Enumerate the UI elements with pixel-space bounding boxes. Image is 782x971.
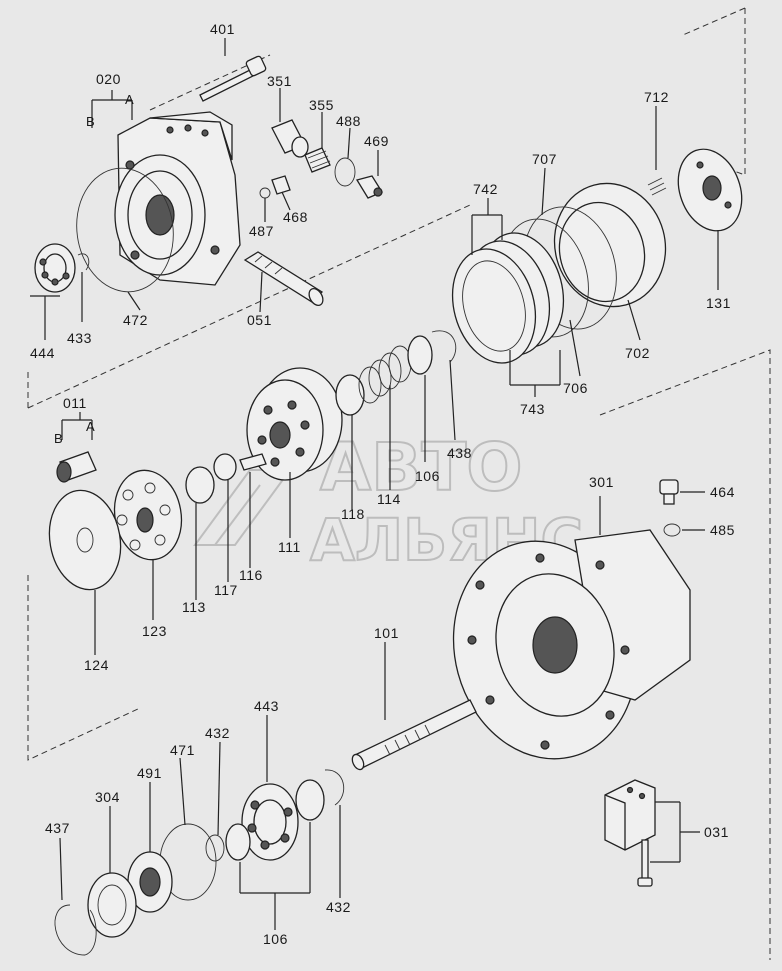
label-444: 444 <box>30 345 55 361</box>
valve-block-031 <box>604 779 656 887</box>
label-432-upper: 432 <box>205 725 230 741</box>
label-106-lower: 106 <box>263 931 288 947</box>
label-124: 124 <box>84 657 109 673</box>
label-468: 468 <box>283 209 308 225</box>
pin-116 <box>239 453 267 471</box>
piston-011 <box>56 451 97 483</box>
label-432-lower: 432 <box>326 899 351 915</box>
label-118: 118 <box>341 506 365 522</box>
friction-plates-743 <box>451 232 565 364</box>
label-111: 111 <box>278 539 301 555</box>
label-469: 469 <box>364 133 389 149</box>
label-355: 355 <box>309 97 334 113</box>
snap-ring-438 <box>431 330 457 363</box>
ring-106-lower-a <box>295 779 325 821</box>
snap-ring-432-left <box>205 834 225 862</box>
label-011: 011 <box>63 395 87 411</box>
label-487: 487 <box>249 223 274 239</box>
label-702: 702 <box>625 345 650 361</box>
o-ring-485 <box>663 523 681 537</box>
label-743: 743 <box>520 401 545 417</box>
label-304: 304 <box>95 789 120 805</box>
label-488: 488 <box>336 113 361 129</box>
label-472: 472 <box>123 312 148 328</box>
label-491: 491 <box>137 765 162 781</box>
label-101: 101 <box>374 625 399 641</box>
housing-301 <box>452 529 691 760</box>
label-351: 351 <box>267 73 292 89</box>
label-011-a: A <box>86 419 95 434</box>
valve-cover-assembly <box>114 111 241 286</box>
leader-lines <box>30 38 719 930</box>
shaft-051 <box>243 251 324 307</box>
seal-304 <box>87 872 137 938</box>
label-742: 742 <box>473 181 498 197</box>
watermark-line1: АВТО <box>320 429 523 506</box>
label-464: 464 <box>710 484 735 500</box>
label-116: 116 <box>239 567 263 583</box>
spacer-117 <box>213 453 237 481</box>
label-114: 114 <box>377 491 401 507</box>
label-301: 301 <box>589 474 614 490</box>
cylinder-block-111 <box>246 367 343 481</box>
label-020: 020 <box>96 71 121 87</box>
label-031: 031 <box>704 824 729 840</box>
label-051: 051 <box>247 312 272 328</box>
snap-ring-432-right <box>324 769 345 806</box>
label-712: 712 <box>644 89 669 105</box>
parts-351-355-488-469 <box>271 119 383 199</box>
bolt-401 <box>199 55 267 102</box>
label-433: 433 <box>67 330 92 346</box>
label-401: 401 <box>210 21 235 37</box>
snap-ring-433 <box>77 253 90 271</box>
label-707: 707 <box>532 151 557 167</box>
label-437: 437 <box>45 820 70 836</box>
part-labels: 401 020 A B 351 355 488 469 468 487 472 … <box>30 21 735 947</box>
label-117: 117 <box>214 582 238 598</box>
label-011-b: B <box>54 431 63 446</box>
spring-114 <box>358 345 412 404</box>
spacer-118 <box>335 374 365 416</box>
valve-plate-131 <box>677 148 743 232</box>
parts-468-487 <box>259 175 291 199</box>
spring-712 <box>647 177 667 196</box>
label-123: 123 <box>142 623 167 639</box>
label-443: 443 <box>254 698 279 714</box>
label-131: 131 <box>706 295 731 311</box>
label-106-upper: 106 <box>415 468 440 484</box>
swash-plate-124 <box>48 489 122 591</box>
label-485: 485 <box>710 522 735 538</box>
label-471: 471 <box>170 742 195 758</box>
label-113: 113 <box>182 599 206 615</box>
bearing-444 <box>34 243 76 293</box>
label-020-b: B <box>86 114 95 129</box>
label-438: 438 <box>447 445 472 461</box>
o-ring-472 <box>76 167 174 293</box>
shaft-101 <box>351 699 477 771</box>
ball-guide-113 <box>185 466 215 504</box>
bearing-443 <box>241 783 299 861</box>
ring-106-lower-b <box>225 823 251 861</box>
snap-ring-437 <box>54 904 97 956</box>
ring-106-upper <box>407 335 433 375</box>
plug-464 <box>659 479 679 505</box>
label-020-a: A <box>125 92 134 107</box>
label-706: 706 <box>563 380 588 396</box>
